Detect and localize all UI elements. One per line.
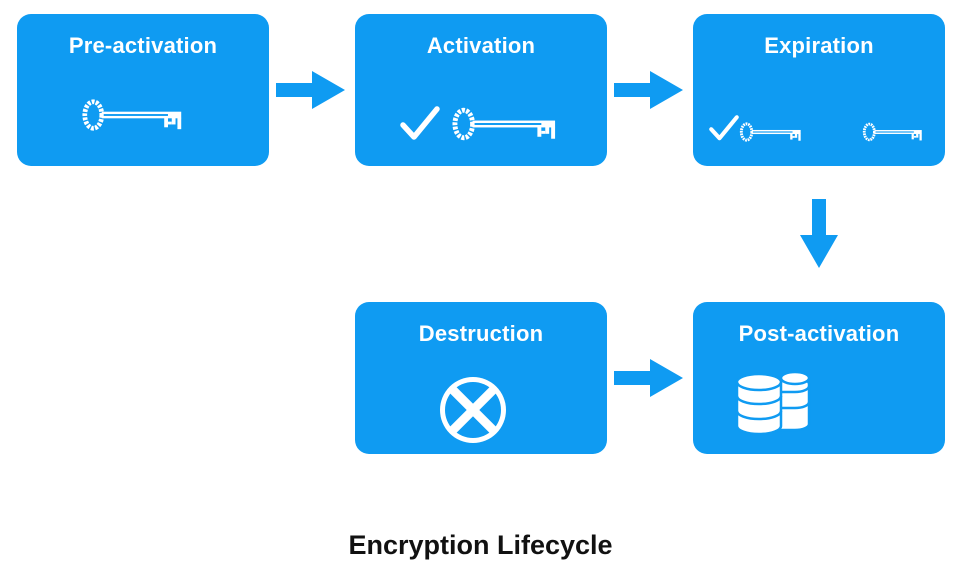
checkmark-icon [709, 115, 739, 142]
checkmark-icon [400, 106, 440, 142]
arrow-pre-activation-to-activation [276, 71, 345, 109]
stage-destruction: Destruction [355, 302, 607, 454]
arrow-destruction-to-post-activation [614, 359, 683, 397]
key-icon [451, 104, 559, 144]
key-icon [862, 122, 924, 142]
database-icon [735, 370, 811, 436]
key-icon [739, 122, 803, 143]
stage-title: Expiration [764, 33, 874, 58]
stage-expiration: Expiration [693, 14, 945, 166]
stage-post-activation: Post-activation [693, 302, 945, 454]
stage-title: Post-activation [738, 321, 900, 346]
stage-title: Destruction [418, 321, 544, 346]
arrow-activation-to-expiration [614, 71, 683, 109]
stage-title: Pre-activation [68, 33, 218, 58]
key-icon [81, 95, 185, 135]
cross-circle-icon [440, 377, 506, 443]
stage-activation: Activation [355, 14, 607, 166]
stage-pre-activation: Pre-activation [17, 14, 269, 166]
stage-title: Activation [426, 33, 536, 58]
diagram-caption: Encryption Lifecycle [348, 530, 613, 560]
arrow-expiration-to-post-activation [800, 199, 838, 268]
